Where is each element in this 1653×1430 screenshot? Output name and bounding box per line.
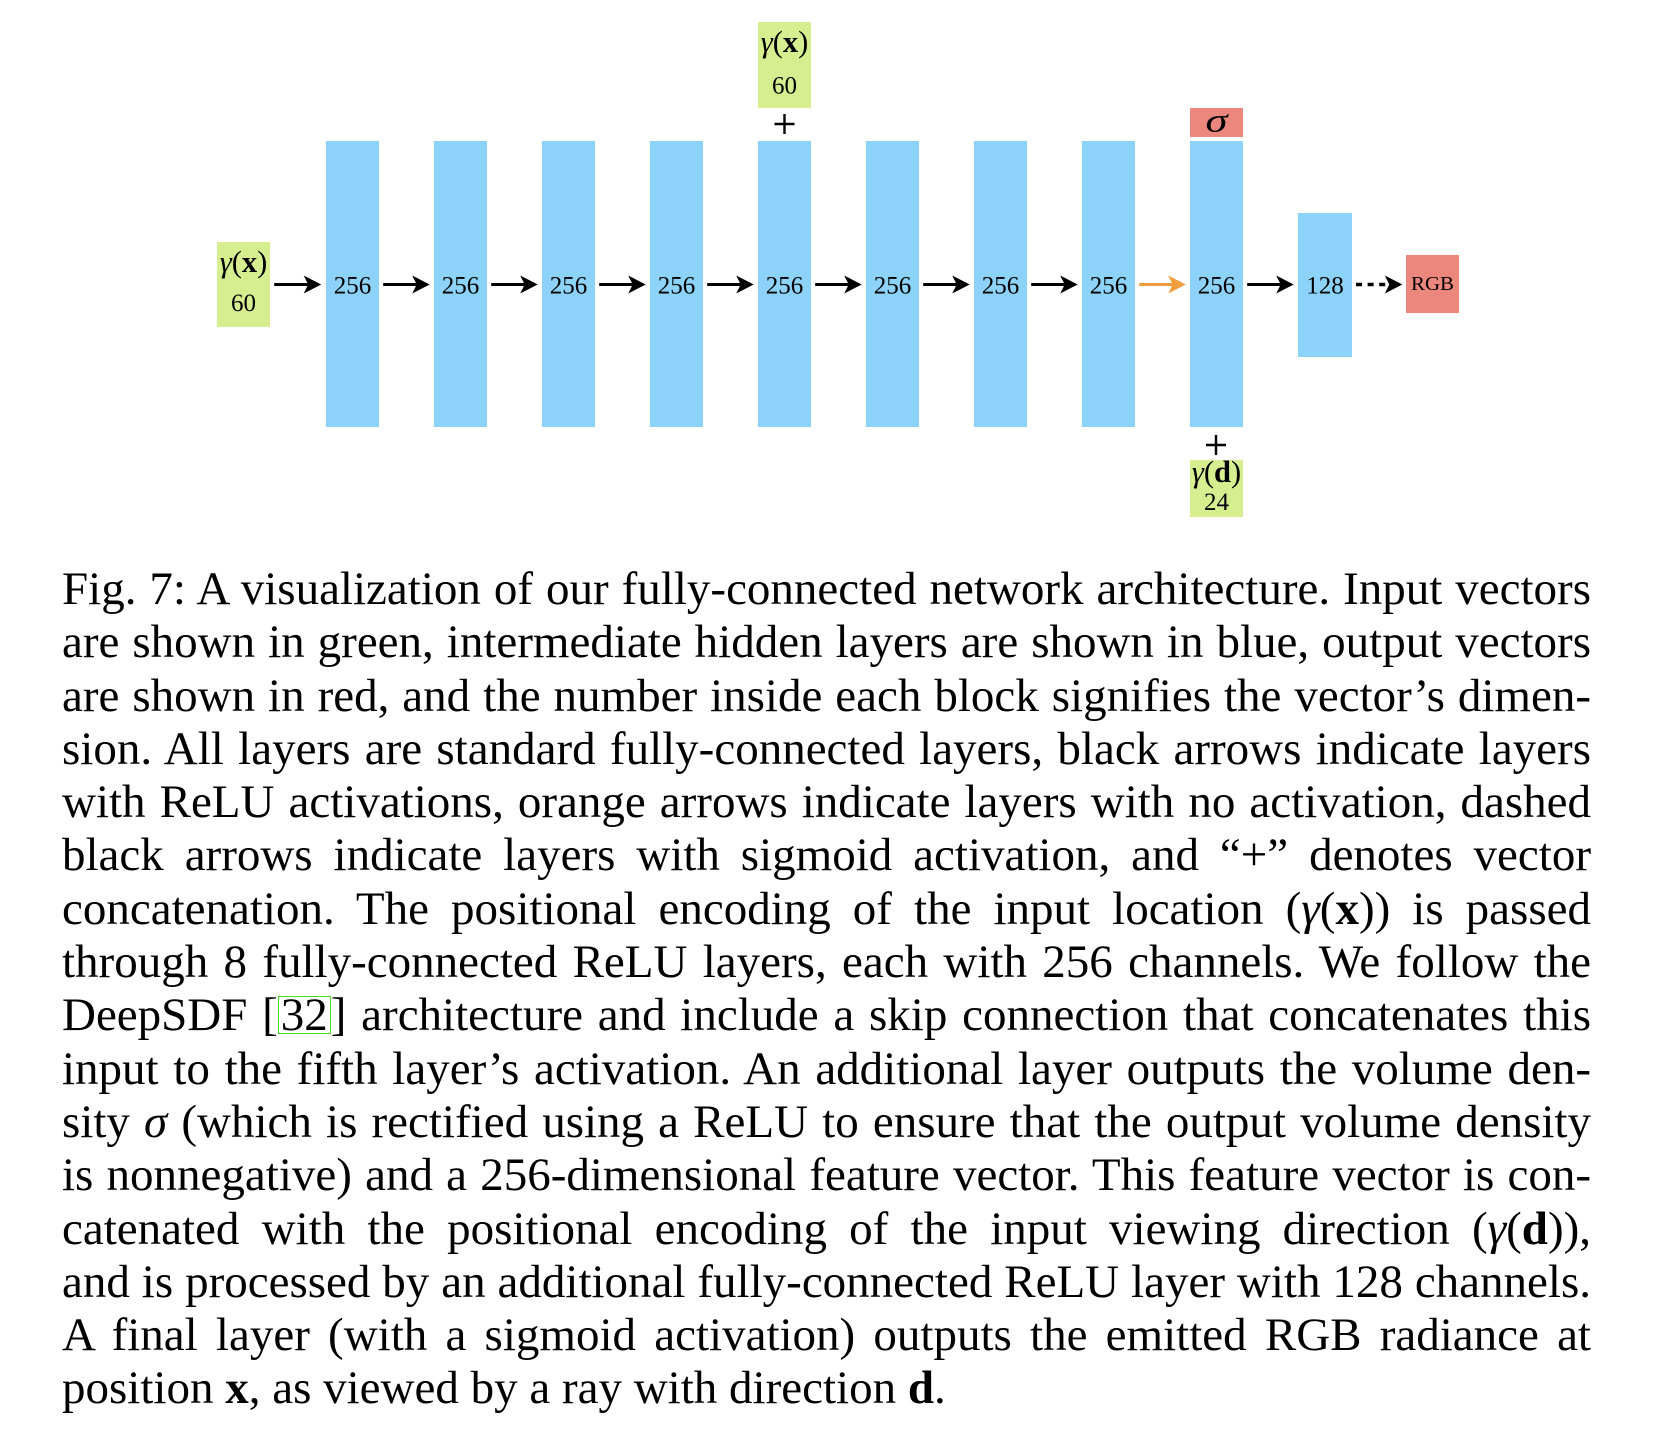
svg-text:256: 256 — [874, 273, 912, 300]
svg-text:256: 256 — [1198, 273, 1236, 300]
svg-text:γ(x): γ(x) — [761, 25, 809, 59]
svg-text:256: 256 — [982, 273, 1020, 300]
svg-text:RGB: RGB — [1411, 273, 1454, 295]
svg-text:256: 256 — [334, 273, 372, 300]
svg-text:256: 256 — [1090, 273, 1128, 300]
svg-text:60: 60 — [772, 73, 797, 100]
svg-text:256: 256 — [550, 273, 588, 300]
svg-text:256: 256 — [442, 273, 480, 300]
svg-text:256: 256 — [766, 273, 804, 300]
svg-text:σ: σ — [1206, 103, 1230, 140]
svg-text:60: 60 — [231, 290, 256, 317]
svg-text:γ(d): γ(d) — [1192, 455, 1241, 489]
svg-text:γ(x): γ(x) — [220, 245, 268, 279]
svg-text:256: 256 — [658, 273, 696, 300]
svg-text:128: 128 — [1306, 273, 1344, 300]
svg-text:24: 24 — [1204, 489, 1230, 516]
